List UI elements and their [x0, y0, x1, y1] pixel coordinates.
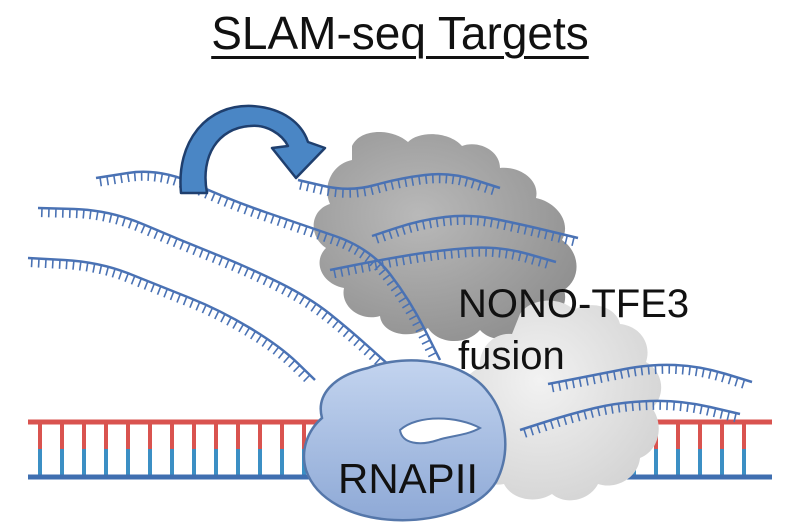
rna-bases [551, 364, 746, 393]
rna-strand-icon [329, 246, 557, 279]
rna-bases [299, 174, 495, 198]
polymerase-cleft [398, 417, 483, 445]
rna-backbone [371, 214, 579, 240]
fusion-label-line2: fusion [458, 334, 565, 378]
protein-blob-icon [458, 300, 662, 501]
diagram-title: SLAM-seq Targets [211, 7, 589, 59]
rnapii-complex [302, 359, 507, 522]
rna-bases [375, 215, 575, 246]
rna-backbone [329, 246, 557, 272]
rna-bases [30, 258, 311, 383]
rna-backbone [95, 170, 442, 361]
rna-strand-icon [27, 256, 316, 383]
rna-bases [40, 208, 387, 370]
rna-backbone [297, 172, 501, 190]
polymerase-label: RNAPII [338, 455, 479, 502]
fusion-protein-light [458, 300, 662, 501]
rna-strands [27, 170, 753, 438]
rna-strand-icon [547, 363, 753, 393]
polymerase-icon [302, 359, 507, 522]
fusion-label-line1: NONO-TFE3 [458, 282, 690, 326]
curved-arrow [179, 104, 327, 195]
rna-backbone [547, 363, 753, 386]
curved-arrow-icon [179, 104, 327, 195]
rna-bases [523, 400, 737, 438]
rna-strand-icon [37, 206, 391, 370]
rna-strand-icon [297, 172, 501, 198]
rna-strand-icon [519, 399, 741, 438]
rna-strand-icon [371, 214, 579, 246]
rna-backbone [37, 206, 391, 367]
rna-backbone [27, 256, 316, 381]
rna-bases [333, 247, 549, 279]
